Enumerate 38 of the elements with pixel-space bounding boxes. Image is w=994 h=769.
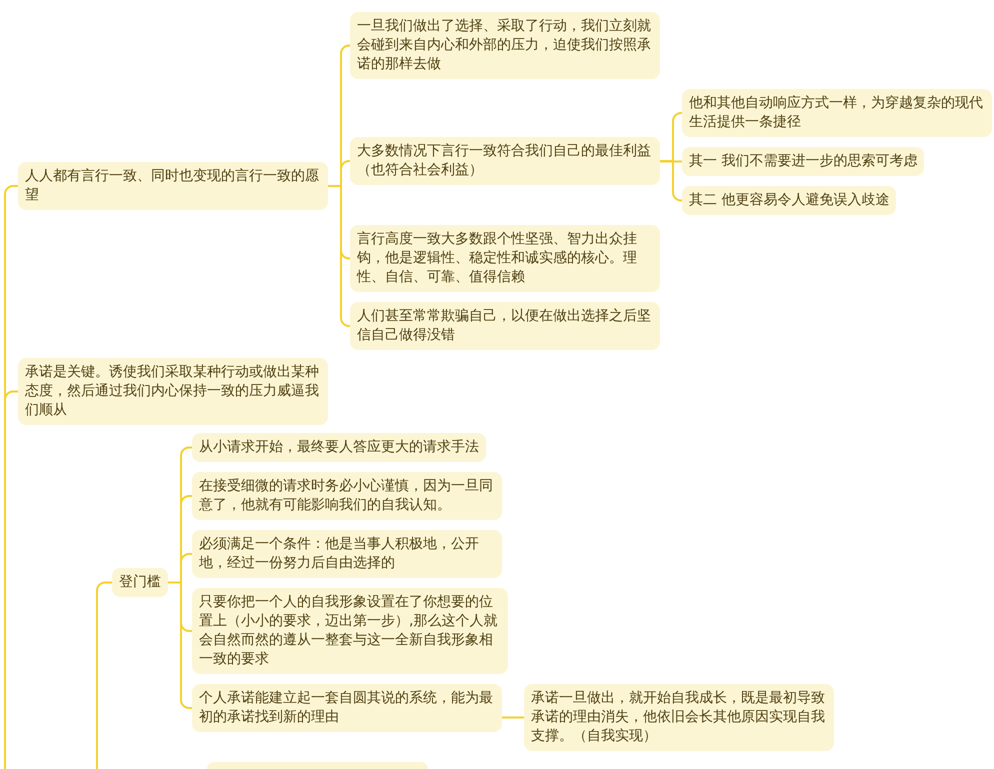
topic-text: 人们甚至常常欺骗自己，以便在做出选择之后坚信自己做得没错 (357, 307, 652, 345)
topic-box (350, 302, 660, 350)
topic-box (682, 186, 896, 215)
topic-text: 从小请求开始，最终要人答应更大的请求手法 (199, 438, 479, 457)
connector-line (660, 160, 682, 162)
topic-box (350, 12, 660, 79)
connector-line (502, 716, 524, 718)
topic-text: 其一 我们不需要进一步的思索可考虑 (689, 152, 918, 171)
topic-text: 在接受细微的请求时务必小心谨慎，因为一旦同意了，他就有可能影响我们的自我认知。 (199, 477, 494, 515)
topic-text: 承诺是关键。诱使我们采取某种行动或做出某种态度，然后通过我们内心保持一致的压力威逼我们顺从 (25, 363, 320, 420)
topic-box (524, 684, 834, 751)
topic-box (682, 89, 992, 137)
topic-box (682, 147, 924, 176)
topic-text: 必须满足一个条件：他是当事人积极地，公开地，经过一份努力后自由选择的 (199, 535, 480, 573)
topic-box (207, 762, 428, 769)
connector-line (96, 582, 112, 769)
topic-text: 登门槛 (119, 573, 161, 592)
topic-text: 承诺一旦做出，就开始自我成长，既是最初导致承诺的理由消失，他依旧会长其他原因实现自我支撑。（自我实现） (531, 689, 826, 746)
topic-box (192, 472, 502, 520)
topic-text: 他和其他自动响应方式一样，为穿越复杂的现代生活提供一条捷径 (689, 94, 984, 132)
topic-box (350, 225, 660, 292)
topic-box (18, 162, 328, 210)
topic-box (192, 530, 502, 578)
connector-line (168, 582, 192, 709)
topic-box (192, 684, 502, 732)
topic-box (192, 588, 508, 674)
topic-box (18, 358, 328, 425)
topic-box (192, 433, 486, 462)
topic-box (350, 137, 660, 185)
connector-line (4, 390, 18, 769)
topic-text: 言行高度一致大多数跟个性坚强、智力出众挂钩，他是逻辑性、稳定性和诚实感的核心。理性、自信、可靠、值得信赖 (357, 230, 638, 287)
topic-text: 其二 他更容易令人避免误入歧途 (689, 191, 890, 210)
topic-text: 大多数情况下言行一致符合我们自己的最佳利益（也符合社会利益） (357, 142, 652, 180)
topic-text: 人人都有言行一致、同时也变现的言行一致的愿望 (25, 167, 320, 205)
topic-text: 个人承诺能建立起一套自圆其说的系统，能为最初的承诺找到新的理由 (199, 689, 494, 727)
topic-text: 一旦我们做出了选择、采取了行动，我们立刻就会碰到来自内心和外部的压力，迫使我们按照承诺的那样去做 (357, 17, 652, 74)
topic-box (112, 568, 168, 597)
topic-text: 只要你把一个人的自我形象设置在了你想要的位置上（小小的要求，迈出第一步）,那么这个人就会自然而然的遵从一整套与这一全新自我形象相一致的要求 (199, 593, 498, 669)
